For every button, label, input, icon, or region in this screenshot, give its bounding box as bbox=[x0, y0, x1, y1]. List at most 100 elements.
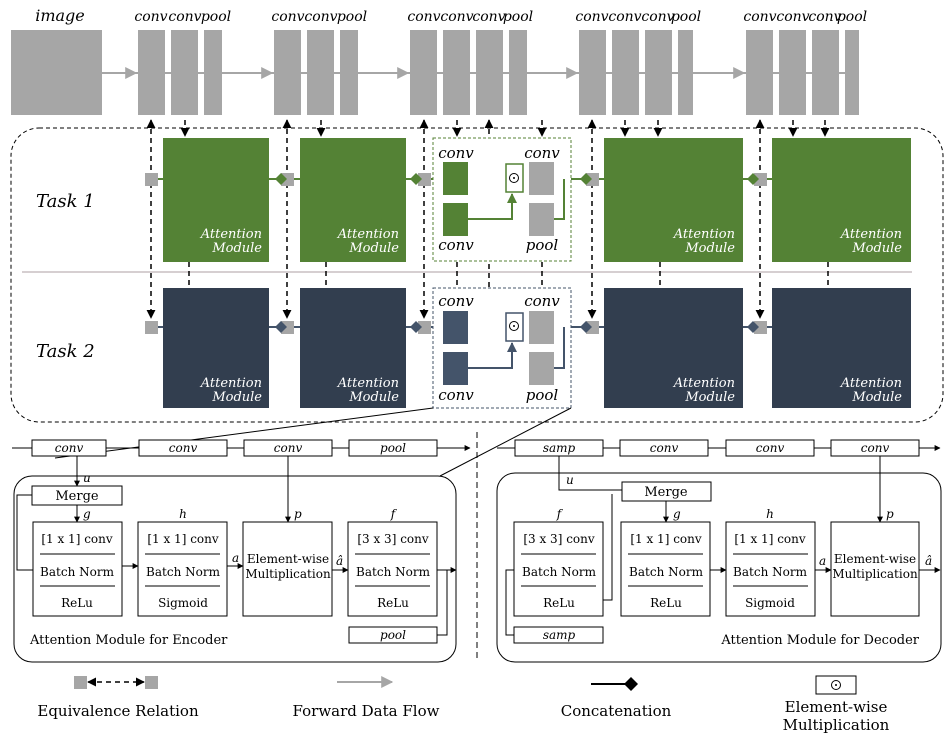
svg-text:Module: Module bbox=[851, 390, 902, 405]
svg-text:conv: conv bbox=[650, 441, 679, 455]
task2-attention-module-1: Attention Module bbox=[163, 288, 269, 408]
svg-text:conv: conv bbox=[438, 386, 474, 404]
svg-text:pool: pool bbox=[380, 628, 406, 642]
svg-text:Batch Norm: Batch Norm bbox=[146, 565, 221, 579]
svg-text:Attention: Attention bbox=[840, 227, 902, 242]
svg-text:conv: conv bbox=[55, 441, 84, 455]
svg-text:Attention: Attention bbox=[337, 227, 399, 242]
svg-text:Multiplication: Multiplication bbox=[832, 567, 918, 581]
svg-text:g: g bbox=[673, 507, 681, 521]
svg-text:[3 x 3] conv: [3 x 3] conv bbox=[523, 532, 595, 546]
decoder-detail: samp conv conv conv Attention Module for… bbox=[496, 439, 942, 663]
svg-text:conv: conv bbox=[407, 9, 440, 25]
svg-text:Merge: Merge bbox=[55, 489, 99, 504]
task1-attention-module-3-expanded: conv conv conv pool bbox=[432, 137, 572, 262]
svg-text:Attention: Attention bbox=[337, 376, 399, 391]
encoder-block-3: conv conv conv pool bbox=[407, 9, 533, 115]
svg-text:conv: conv bbox=[861, 441, 890, 455]
svg-text:Module: Module bbox=[348, 241, 399, 256]
task2-attention-module-5: Attention Module bbox=[772, 288, 911, 408]
svg-text:[3 x 3] conv: [3 x 3] conv bbox=[357, 532, 429, 546]
equivalence-arrows bbox=[146, 119, 830, 319]
task2-row: Attention Module Attention Module conv c… bbox=[145, 287, 911, 409]
encoder-block-2: conv conv pool bbox=[271, 9, 367, 115]
svg-text:conv: conv bbox=[472, 9, 505, 25]
svg-text:a: a bbox=[819, 554, 826, 568]
svg-text:conv: conv bbox=[438, 292, 474, 310]
svg-text:conv: conv bbox=[641, 9, 674, 25]
legend-element-wise: Element-wise Multiplication bbox=[783, 675, 890, 734]
task2-attention-module-4: Attention Module bbox=[604, 288, 743, 408]
svg-text:conv: conv bbox=[808, 9, 841, 25]
task2-attention-module-3-expanded: conv conv conv pool bbox=[432, 287, 572, 409]
svg-text:pool: pool bbox=[380, 441, 406, 455]
svg-text:[1 x 1] conv: [1 x 1] conv bbox=[41, 532, 113, 546]
encoder-block-4: conv conv conv pool bbox=[575, 9, 701, 115]
svg-text:Attention: Attention bbox=[200, 227, 262, 242]
svg-text:pool: pool bbox=[337, 9, 367, 25]
svg-text:Attention: Attention bbox=[200, 376, 262, 391]
task1-attention-module-4: Attention Module bbox=[604, 138, 743, 262]
svg-text:[1 x 1] conv: [1 x 1] conv bbox=[147, 532, 219, 546]
svg-text:conv: conv bbox=[608, 9, 641, 25]
legend: Equivalence Relation Forward Data Flow C… bbox=[37, 675, 890, 734]
task1-row: Attention Module Attention Module conv c… bbox=[145, 137, 911, 262]
task2-attention-module-2: Attention Module bbox=[300, 288, 406, 408]
task2-label: Task 2 bbox=[36, 341, 95, 362]
svg-text:Multiplication: Multiplication bbox=[245, 567, 331, 581]
svg-text:Module: Module bbox=[851, 241, 902, 256]
svg-text:conv: conv bbox=[274, 441, 303, 455]
svg-text:conv: conv bbox=[440, 9, 473, 25]
svg-text:samp: samp bbox=[543, 441, 576, 455]
svg-text:pool: pool bbox=[201, 9, 231, 25]
svg-text:Module: Module bbox=[211, 241, 262, 256]
svg-text:pool: pool bbox=[526, 386, 559, 404]
encoder-block-5: conv conv conv pool bbox=[743, 9, 867, 115]
svg-text:Forward Data Flow: Forward Data Flow bbox=[293, 702, 440, 720]
svg-text:h: h bbox=[179, 507, 187, 521]
svg-text:Attention: Attention bbox=[673, 376, 735, 391]
svg-text:Batch Norm: Batch Norm bbox=[356, 565, 431, 579]
svg-text:conv: conv bbox=[524, 292, 560, 310]
decoder-title: Attention Module for Decoder bbox=[720, 633, 919, 648]
svg-text:pool: pool bbox=[837, 9, 867, 25]
svg-text:conv: conv bbox=[776, 9, 809, 25]
svg-text:conv: conv bbox=[438, 236, 474, 254]
svg-text:Multiplication: Multiplication bbox=[783, 716, 890, 734]
svg-text:conv: conv bbox=[438, 144, 474, 162]
svg-text:pool: pool bbox=[526, 236, 559, 254]
svg-text:conv: conv bbox=[271, 9, 304, 25]
svg-text:Batch Norm: Batch Norm bbox=[40, 565, 115, 579]
task1-label: Task 1 bbox=[36, 191, 95, 212]
svg-text:Module: Module bbox=[348, 390, 399, 405]
encoder-block-1: conv conv pool bbox=[134, 9, 231, 115]
svg-text:a: a bbox=[232, 551, 239, 565]
svg-text:ReLu: ReLu bbox=[543, 596, 575, 610]
svg-text:Batch Norm: Batch Norm bbox=[629, 565, 704, 579]
svg-text:conv: conv bbox=[168, 9, 201, 25]
svg-text:conv: conv bbox=[743, 9, 776, 25]
task1-attention-module-2: Attention Module bbox=[300, 138, 406, 262]
svg-text:pool: pool bbox=[503, 9, 533, 25]
svg-text:ReLu: ReLu bbox=[61, 596, 93, 610]
svg-text:ReLu: ReLu bbox=[377, 596, 409, 610]
svg-text:Attention: Attention bbox=[840, 376, 902, 391]
svg-text:f: f bbox=[390, 507, 398, 521]
svg-text:f: f bbox=[556, 507, 564, 521]
svg-text:u: u bbox=[83, 471, 91, 485]
svg-text:Module: Module bbox=[684, 390, 735, 405]
svg-text:Sigmoid: Sigmoid bbox=[745, 596, 795, 610]
legend-forward: Forward Data Flow bbox=[293, 676, 440, 720]
svg-text:conv: conv bbox=[304, 9, 337, 25]
svg-text:h: h bbox=[766, 507, 774, 521]
task1-attention-module-1: Attention Module bbox=[163, 138, 269, 262]
svg-text:ReLu: ReLu bbox=[650, 596, 682, 610]
svg-text:Attention: Attention bbox=[673, 227, 735, 242]
svg-text:pool: pool bbox=[671, 9, 701, 25]
svg-text:conv: conv bbox=[756, 441, 785, 455]
svg-text:Module: Module bbox=[684, 241, 735, 256]
svg-text:p: p bbox=[886, 507, 894, 521]
encoder-detail: conv conv conv pool Attention Module for… bbox=[12, 439, 471, 663]
svg-text:conv: conv bbox=[134, 9, 167, 25]
